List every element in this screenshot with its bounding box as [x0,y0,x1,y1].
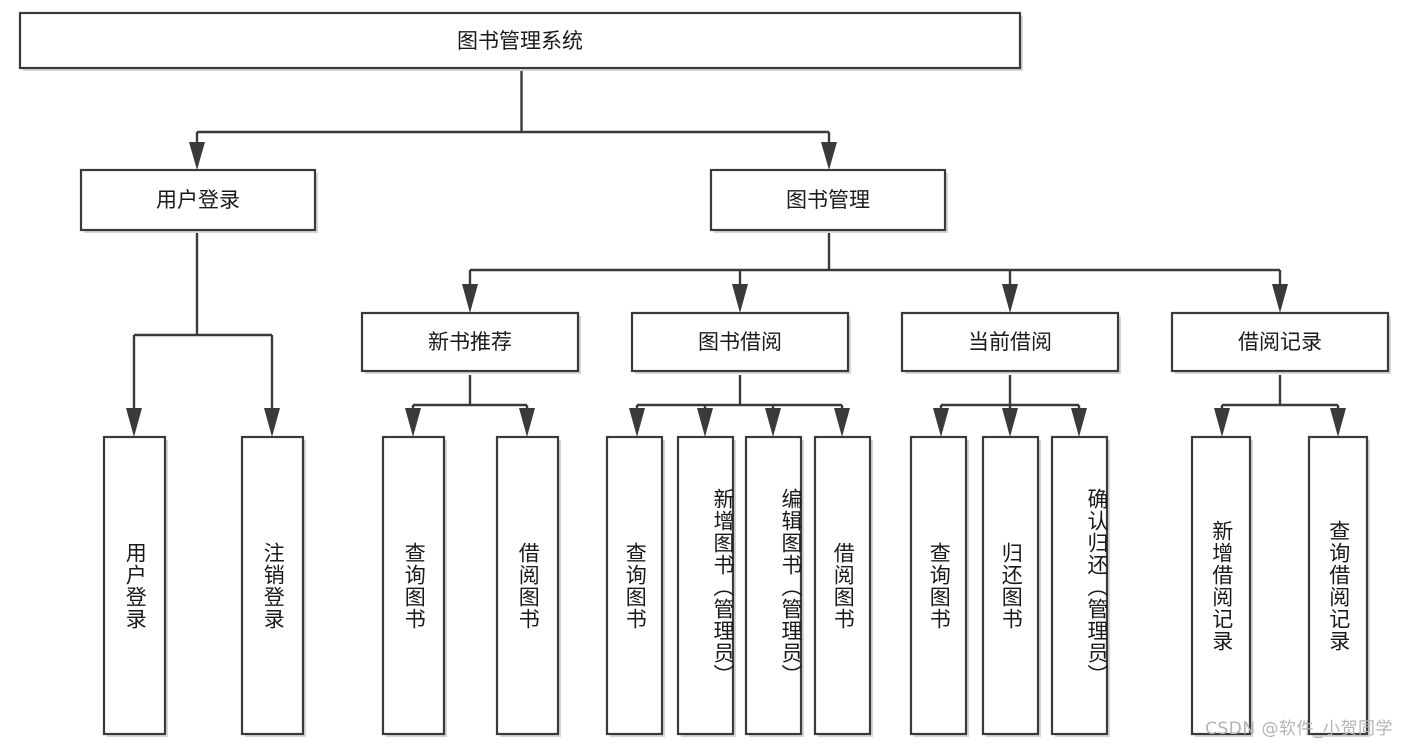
node-br-rect [1170,311,1390,373]
node-book-manage[interactable]: 图书管理 [709,168,948,233]
arrow-head-book-manage [821,142,837,170]
arrow-head-leaf-add-book [697,408,713,437]
arrow-head-leaf-confirm-return [1071,408,1087,437]
arrow-head-leaf-borrow-book-1 [519,408,535,437]
leaf-return-book-rect [981,435,1040,736]
leaf-query-book-3-rect [909,435,968,736]
node-leaf-query-book-1[interactable] [381,435,447,737]
node-book-borrow[interactable]: 图书借阅 [630,311,851,374]
node-current-borrow[interactable]: 当前借阅 [900,311,1121,374]
connector-group-book-manage [462,233,1288,313]
node-leaf-borrow-book-1[interactable] [495,435,561,737]
arrow-head-book-borrow [732,284,748,313]
connector-group-book-borrow [629,375,850,437]
node-root-rect [18,11,1022,70]
node-cb-rect [900,311,1120,373]
leaf-query-record-rect [1307,435,1369,736]
arrow-head-borrow-record [1272,284,1288,313]
node-user-login[interactable]: 用户登录 [79,168,318,233]
node-leaf-return-book[interactable] [981,435,1041,737]
leaf-query-book-2-rect [605,435,664,736]
node-root[interactable]: 图书管理系统 [18,11,1023,71]
leaf-borrow-book-2-rect [813,435,872,736]
node-borrow-record[interactable]: 借阅记录 [1170,311,1391,374]
connector-group-user-login [126,233,280,437]
leaf-logout-login-rect [240,435,305,736]
node-root-label: 图书管理系统 [457,29,583,53]
node-leaf-user-login[interactable] [102,435,168,737]
arrow-head-leaf-edit-book [765,408,781,437]
node-user-login-rect [79,168,317,232]
connector-group-borrow-record [1214,375,1346,437]
node-book-manage-rect [709,168,947,232]
node-user-login-label: 用户登录 [156,188,240,212]
node-nbr-label: 新书推荐 [428,330,512,354]
leaf-add-record-rect [1190,435,1252,736]
leaf-add-book-rect [676,435,735,736]
node-leaf-add-record[interactable] [1190,435,1253,737]
arrow-head-leaf-query-book-2 [629,408,645,437]
leaf-confirm-return-rect [1050,435,1109,736]
arrow-head-leaf-query-record [1330,408,1346,437]
arrow-head-leaf-borrow-book-2 [834,408,850,437]
node-leaf-logout-login[interactable] [240,435,306,737]
arrow-head-leaf-add-record [1214,408,1230,437]
arrow-head-leaf-user-login [126,408,142,437]
node-nbr-rect [360,311,580,373]
arrow-head-leaf-query-book-1 [405,408,421,437]
leaf-query-book-1-rect [381,435,446,736]
node-br-label: 借阅记录 [1238,330,1322,354]
csdn-watermark: CSDN @软件_小贺同学 [1205,719,1393,739]
arrow-head-leaf-logout-login [264,408,280,437]
connector-group-current-borrow [933,375,1087,437]
connector-group-new-book-recommend [405,375,535,437]
leaf-user-login-rect [102,435,167,736]
node-leaf-edit-book[interactable] [744,435,804,737]
node-leaf-confirm-return[interactable] [1050,435,1110,737]
node-cb-label: 当前借阅 [968,330,1052,354]
arrow-head-new-book-recommend [462,284,478,313]
arrow-head-leaf-query-book-3 [933,408,949,437]
node-bb-label: 图书借阅 [698,330,782,354]
arrow-head-leaf-return-book [1002,408,1018,437]
node-leaf-query-record[interactable] [1307,435,1370,737]
leaf-borrow-book-1-rect [495,435,560,736]
node-leaf-add-book[interactable] [676,435,736,737]
node-leaf-query-book-2[interactable] [605,435,665,737]
node-new-book-recommend[interactable]: 新书推荐 [360,311,581,374]
arrow-head-current-borrow [1002,284,1018,313]
leaf-edit-book-rect [744,435,803,736]
node-book-manage-label: 图书管理 [786,188,870,212]
node-leaf-query-book-3[interactable] [909,435,969,737]
node-bb-rect [630,311,850,373]
connector-group-root [189,71,837,170]
node-leaf-borrow-book-2[interactable] [813,435,873,737]
arrow-head-user-login [189,142,205,170]
